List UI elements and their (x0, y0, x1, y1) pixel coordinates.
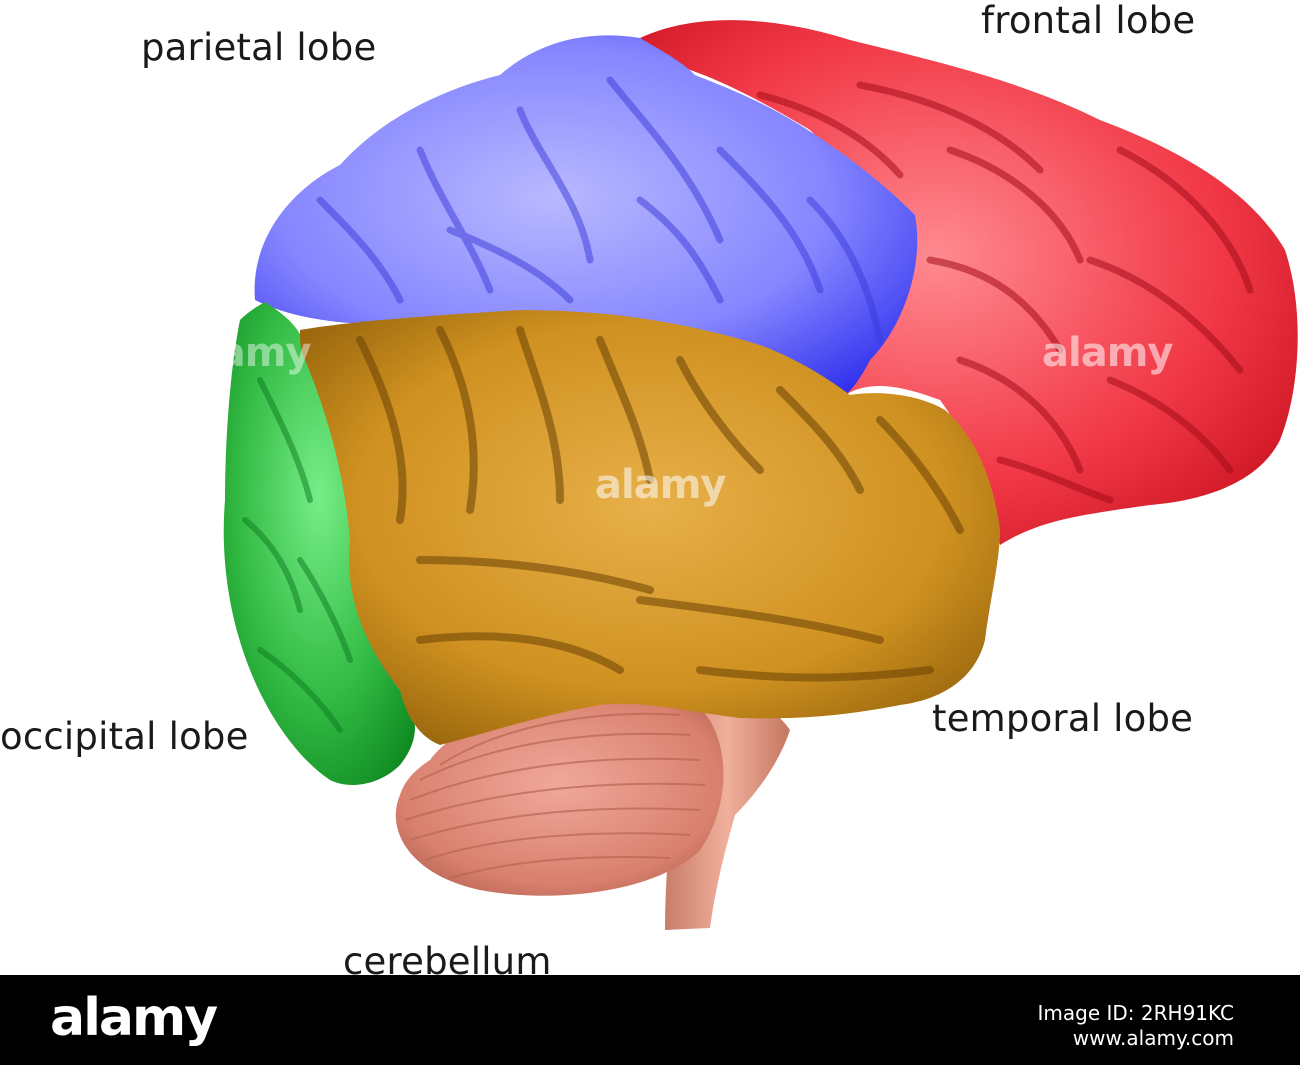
image-id-text: Image ID: 2RH91KC (1037, 1001, 1234, 1025)
temporal-lobe-label: temporal lobe (932, 697, 1194, 740)
occipital-lobe-label: occipital lobe (0, 715, 249, 758)
watermark-text: alamy (180, 330, 311, 376)
cerebellum-shape (395, 693, 724, 896)
temporal-lobe-shape (300, 310, 1000, 745)
frontal-lobe-shape (640, 20, 1298, 545)
brain-illustration (223, 20, 1298, 930)
occipital-lobe-shape (223, 302, 415, 785)
watermark-text: alamy (595, 462, 726, 508)
frontal-lobe-label: frontal lobe (981, 0, 1196, 42)
alamy-logo: alamy (50, 988, 218, 1048)
cerebellum-label: cerebellum (343, 940, 552, 983)
parietal-lobe-shape (254, 35, 918, 395)
parietal-lobe-label: parietal lobe (141, 26, 377, 69)
footer-url-text: www.alamy.com (1072, 1026, 1234, 1050)
watermark-text: alamy (1042, 330, 1173, 376)
stock-footer-bar: alamy Image ID: 2RH91KC www.alamy.com (0, 975, 1300, 1065)
